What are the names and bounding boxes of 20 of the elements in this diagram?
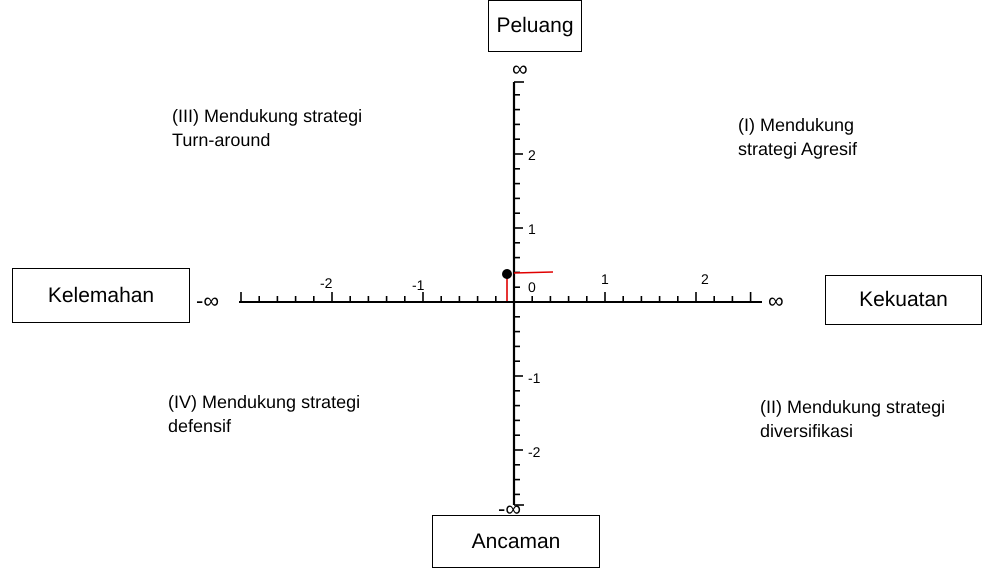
quadrant-label: (II) Mendukung strategi diversifikasi <box>760 396 946 444</box>
infinity-sign: ∞ <box>512 58 528 80</box>
weakness-box: Kelemahan <box>12 268 190 323</box>
threat-box: Ancaman <box>432 515 600 568</box>
tick-label: -1 <box>412 276 424 295</box>
quadrant-label: (I) Mendukung strategi Agresif <box>738 114 858 162</box>
tick-label: 2 <box>701 270 709 289</box>
infinity-sign: -∞ <box>196 290 220 312</box>
tick-label: 2 <box>528 146 536 165</box>
tick-label: 0 <box>528 278 536 297</box>
tick-label: 1 <box>601 270 609 289</box>
opportunity-box: Peluang <box>488 0 582 52</box>
tick-label: -1 <box>528 369 540 388</box>
quadrant-label: (IV) Mendukung strategi defensif <box>168 391 362 438</box>
tick-label: 1 <box>528 220 536 239</box>
strength-box: Kekuatan <box>825 275 982 325</box>
tick-label: -2 <box>320 274 332 293</box>
quadrant-label: (III) Mendukung strategi Turn-around <box>172 105 364 152</box>
infinity-sign: ∞ <box>768 290 784 312</box>
tick-label: -2 <box>528 443 540 462</box>
